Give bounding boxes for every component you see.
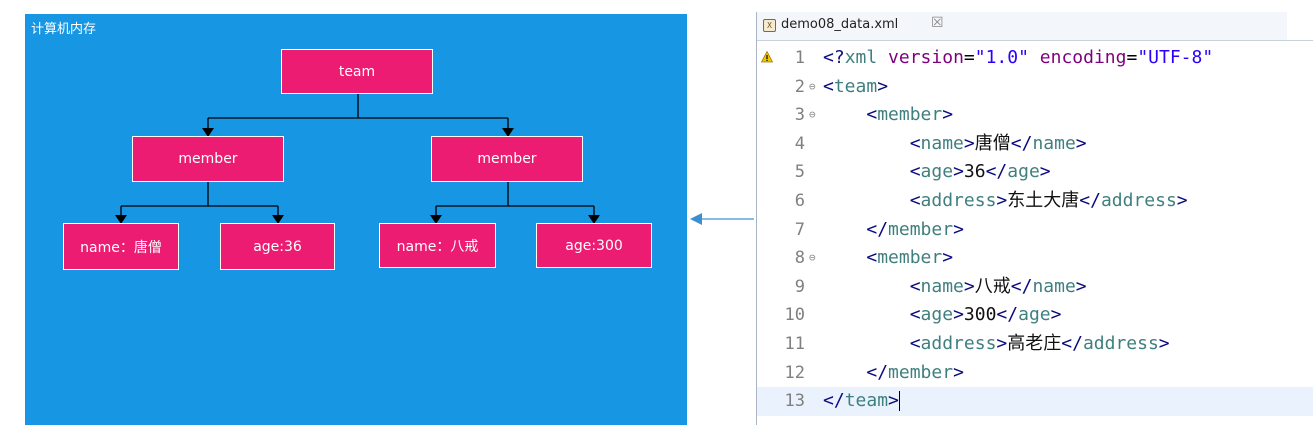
code-text[interactable]: <team> <box>823 75 889 97</box>
code-text[interactable]: </team> <box>823 390 901 412</box>
line-number: 12 <box>784 362 805 383</box>
code-text[interactable]: </member> <box>866 361 964 383</box>
age-node-1: age:36 <box>220 223 335 270</box>
age-node-2: age:300 <box>536 223 652 268</box>
line-number: 7 <box>794 219 805 240</box>
code-line[interactable]: 1 <?xml version="1.0" encoding="UTF-8" <box>757 44 1313 73</box>
code-text[interactable]: </member> <box>866 218 964 240</box>
line-number: 9 <box>794 276 805 297</box>
line-number: 10 <box>784 305 805 326</box>
code-line[interactable]: 4 <name>唐僧</name> <box>757 130 1313 159</box>
fold-toggle-icon[interactable]: ⊖ <box>809 79 816 93</box>
code-line[interactable]: 3 ⊖ <member> <box>757 101 1313 130</box>
code-line[interactable]: 13 </team> <box>757 387 1313 416</box>
xml-editor[interactable]: X demo08_data.xml ☒ 1 <?xml version="1.0"… <box>756 12 1313 425</box>
memory-diagram-panel: 计算机内存 team member m <box>25 14 687 425</box>
code-text[interactable]: <name>唐僧</name> <box>909 132 1087 154</box>
member-node-2: member <box>431 136 583 182</box>
code-text[interactable]: <member> <box>866 104 954 126</box>
code-text[interactable]: <age>300</age> <box>909 304 1062 326</box>
line-number: 11 <box>784 333 805 354</box>
code-line[interactable]: 9 <name>八戒</name> <box>757 273 1313 302</box>
code-line[interactable]: 8 ⊖ <member> <box>757 244 1313 273</box>
text-cursor <box>898 391 901 412</box>
line-number: 1 <box>794 48 805 68</box>
code-text[interactable]: <?xml version="1.0" encoding="UTF-8" <box>823 47 1214 68</box>
line-number: 4 <box>794 133 805 154</box>
code-area[interactable]: 1 <?xml version="1.0" encoding="UTF-8" 2 ⊖ <… <box>757 44 1313 416</box>
line-number: 3 <box>794 105 805 126</box>
code-text[interactable]: <address>高老庄</address> <box>909 332 1170 354</box>
member-node-1: member <box>132 136 284 182</box>
line-number: 6 <box>794 190 805 211</box>
tab-close-icon[interactable]: ☒ <box>931 15 944 31</box>
name-node-1: name：唐僧 <box>63 223 179 270</box>
code-text[interactable]: <address>东土大唐</address> <box>909 189 1188 211</box>
warning-icon[interactable] <box>761 51 773 63</box>
tab-divider <box>757 40 1313 41</box>
code-line[interactable]: 6 <address>东土大唐</address> <box>757 187 1313 216</box>
line-number: 2 <box>794 76 805 97</box>
xml-file-icon: X <box>763 19 776 32</box>
line-number: 5 <box>794 162 805 183</box>
name-node-2: name：八戒 <box>379 223 496 268</box>
code-line[interactable]: 7 </member> <box>757 216 1313 245</box>
fold-toggle-icon[interactable]: ⊖ <box>809 251 816 265</box>
code-line[interactable]: 10 <age>300</age> <box>757 301 1313 330</box>
code-line[interactable]: 11 <address>高老庄</address> <box>757 330 1313 359</box>
code-text[interactable]: <name>八戒</name> <box>909 275 1087 297</box>
code-line[interactable]: 5 <age>36</age> <box>757 158 1313 187</box>
tab-label: demo08_data.xml <box>781 17 899 32</box>
line-number: 13 <box>784 391 805 412</box>
editor-border <box>756 12 757 425</box>
editor-tab[interactable]: X demo08_data.xml ☒ <box>757 12 1287 40</box>
line-number: 8 <box>794 248 805 269</box>
code-line[interactable]: 12 </member> <box>757 359 1313 388</box>
code-text[interactable]: <age>36</age> <box>909 161 1051 183</box>
diagram-title: 计算机内存 <box>31 22 97 37</box>
code-line[interactable]: 2 ⊖ <team> <box>757 73 1313 102</box>
tree-connectors <box>115 94 600 224</box>
team-node: team <box>281 49 433 94</box>
fold-toggle-icon[interactable]: ⊖ <box>809 108 816 122</box>
code-text[interactable]: <member> <box>866 247 954 269</box>
